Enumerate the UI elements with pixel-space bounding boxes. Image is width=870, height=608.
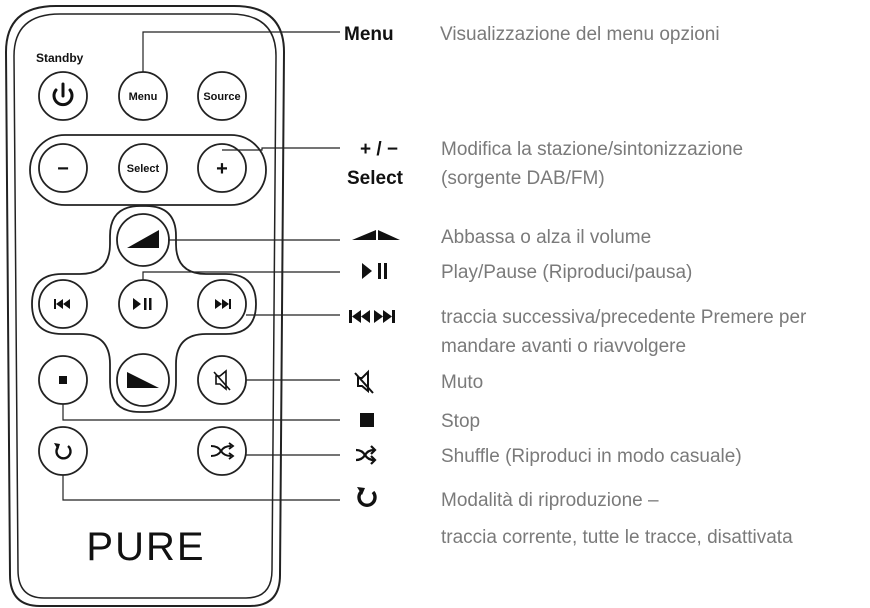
track-key-icon — [349, 310, 395, 323]
legend-descriptions: Visualizzazione del menu opzioni Modific… — [440, 24, 807, 548]
power-icon — [52, 82, 74, 107]
volume-ramp-icon — [127, 372, 159, 388]
volume-button[interactable] — [116, 213, 170, 267]
shuffle-key-icon — [355, 445, 377, 465]
play-pause-button[interactable] — [118, 279, 168, 329]
select-key: Select — [347, 168, 404, 189]
minus-button-label: − — [57, 158, 69, 180]
shuffle-button[interactable] — [197, 426, 247, 476]
menu-description: Visualizzazione del menu opzioni — [440, 24, 720, 45]
mute-button[interactable] — [197, 355, 247, 405]
track-description-line1: traccia successiva/precedente Premere pe… — [441, 307, 807, 328]
minus-button[interactable]: − — [38, 143, 88, 193]
shuffle-icon — [210, 442, 235, 460]
volume-key-icon — [352, 230, 400, 240]
tuning-description-line1: Modifica la stazione/sintonizzazione — [441, 139, 743, 160]
previous-track-icon — [54, 299, 70, 309]
brand-logo: PURE — [86, 525, 205, 569]
shuffle-description: Shuffle (Riproduci in modo casuale) — [441, 446, 742, 467]
standby-caption: Standby — [36, 51, 84, 65]
stop-key-icon — [360, 413, 374, 427]
mute-description: Muto — [441, 372, 483, 393]
menu-button[interactable]: Menu — [118, 71, 168, 121]
mute-key-icon — [354, 369, 374, 394]
source-button[interactable]: Source — [197, 71, 247, 121]
play-pause-key-icon — [362, 263, 387, 279]
next-track-button[interactable] — [197, 279, 247, 329]
repeat-key-icon — [357, 487, 377, 507]
leader-lines — [62, 31, 340, 501]
repeat-description-line2: traccia corrente, tutte le tracce, disat… — [441, 527, 793, 548]
plusminus-key: + / − — [360, 139, 398, 160]
source-button-label: Source — [203, 91, 240, 103]
track-description-line2: mandare avanti o riavvolgere — [441, 336, 686, 357]
repeat-icon — [54, 443, 72, 460]
menu-button-label: Menu — [129, 91, 158, 103]
plus-button[interactable]: + — [197, 143, 247, 193]
previous-track-button[interactable] — [38, 279, 88, 329]
select-button[interactable]: Select — [118, 143, 168, 193]
next-track-icon — [215, 299, 231, 309]
play-pause-icon — [133, 298, 152, 310]
volume-ramp-icon — [127, 230, 159, 248]
stop-button[interactable] — [38, 355, 88, 405]
select-button-label: Select — [127, 163, 160, 175]
volume-up-button[interactable] — [116, 353, 170, 407]
legend-keys: Menu + / − Select — [344, 24, 404, 507]
stop-icon — [59, 376, 67, 384]
volume-description: Abbassa o alza il volume — [441, 227, 651, 248]
repeat-button[interactable] — [38, 426, 88, 476]
repeat-description-line1: Modalità di riproduzione – — [441, 490, 659, 511]
tuning-description-line2: (sorgente DAB/FM) — [441, 168, 605, 189]
playpause-description: Play/Pause (Riproduci/pausa) — [441, 262, 692, 283]
mute-icon — [213, 369, 231, 391]
plus-button-label: + — [216, 158, 228, 180]
menu-key: Menu — [344, 24, 394, 45]
standby-button[interactable] — [38, 71, 88, 121]
stop-description: Stop — [441, 411, 480, 432]
